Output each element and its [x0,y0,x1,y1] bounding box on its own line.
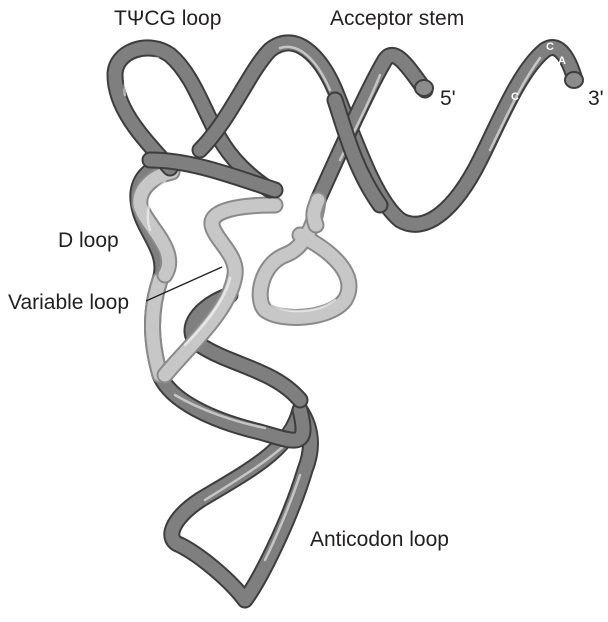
central-loop [260,200,349,317]
nucleotide-c-mid: C [511,91,519,103]
nucleotide-c-top: C [546,41,554,53]
three-prime-end-cap [565,72,583,88]
nucleotide-a-end: A [558,55,566,67]
d-loop-arm [138,165,172,375]
label-acceptor-stem: Acceptor stem [330,7,464,30]
label-five-prime: 5' [440,87,456,110]
five-prime-end-cap [415,80,433,96]
label-variable-loop: Variable loop [8,291,129,314]
label-anticodon-loop: Anticodon loop [310,528,449,551]
label-three-prime: 3' [588,87,604,110]
label-d-loop: D loop [58,229,119,252]
label-tpsicg-loop: TΨCG loop [114,7,221,30]
